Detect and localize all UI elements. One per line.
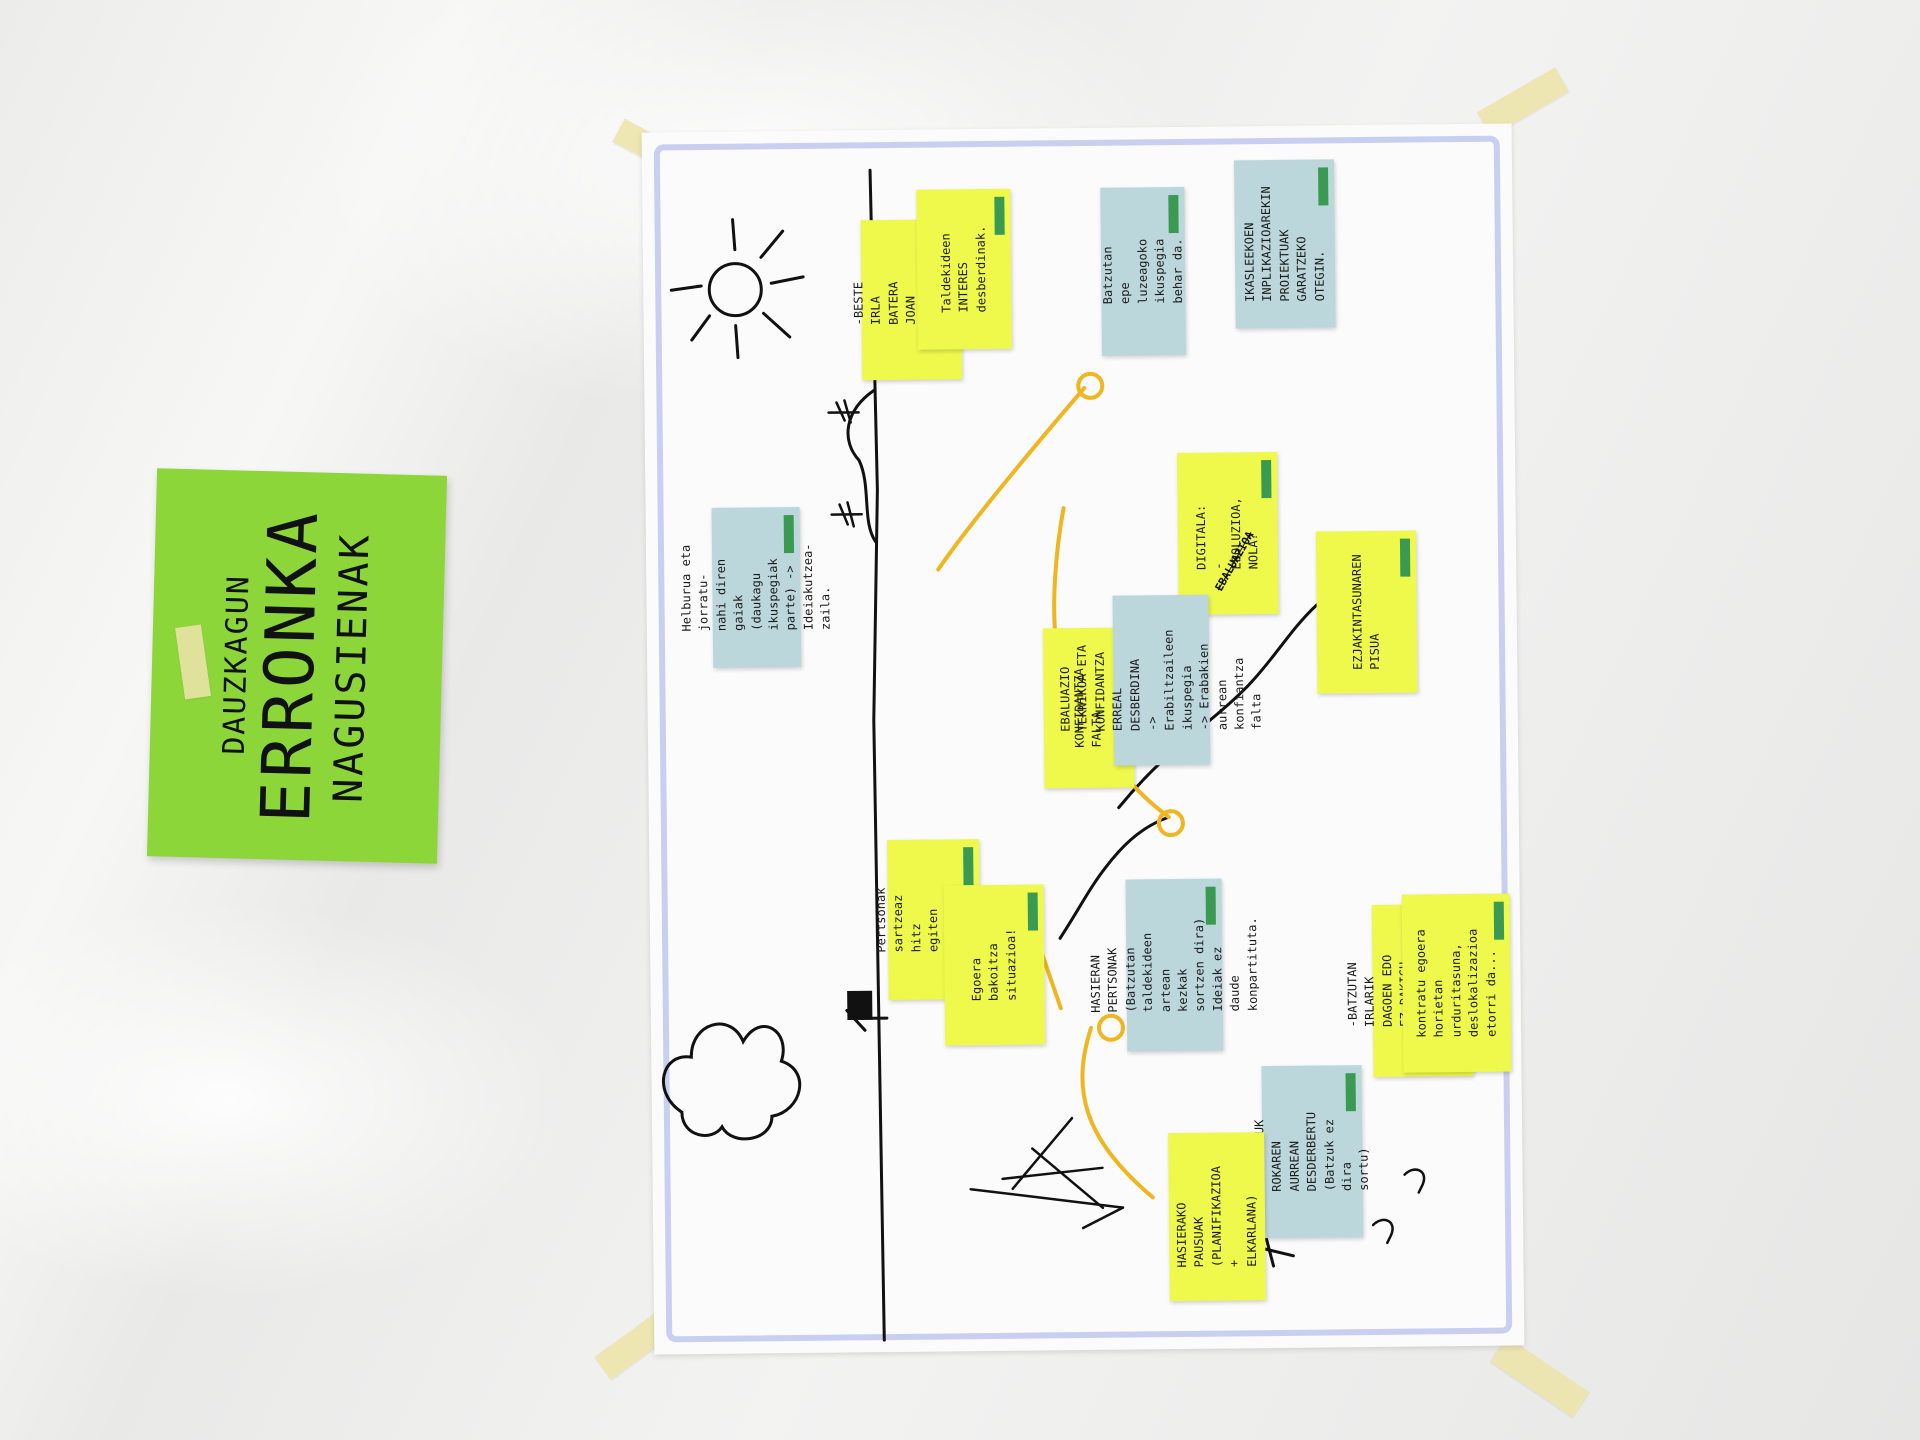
sun-rays-icon <box>669 218 805 360</box>
brand-mark <box>1261 460 1272 499</box>
brand-mark <box>1345 1073 1356 1112</box>
note-helburua: Helburua eta jorratu- nahi diren gaiak (… <box>679 506 833 668</box>
brand-mark <box>994 196 1005 235</box>
note-egoera: Egoera bakoitza situazioa! <box>943 884 1046 1046</box>
note-text: EBALUAZIO TEKNIKOA ETA KONFIDANTZA ERREA… <box>1057 629 1264 732</box>
flipchart-paper: -BESTE IRLA BATERA JOAN NAHI BATEN DUGU.… <box>641 123 1525 1355</box>
note-lan-batzuk: LAN BATZUK ROKAREN AURREAN DESDERBERTU (… <box>1252 1065 1371 1239</box>
note-text: HASIERAKO PAUSUAK (PLANIFIKAZIOA + ELKAR… <box>1174 1165 1259 1268</box>
tape-bottom-right <box>1490 1336 1590 1418</box>
brand-mark <box>1168 194 1179 234</box>
sign-line-3: NAGUSIENAK <box>325 531 379 804</box>
note-text: IKASLEEKOEN INPLIKAZIOAREKIN PROIEKTUAK … <box>1242 186 1327 303</box>
question-marks <box>1371 1168 1426 1245</box>
brand-mark <box>963 847 974 886</box>
note-taldekideen: Taldekideen INTERES desberdinak. <box>916 188 1012 350</box>
brand-mark <box>1399 538 1411 577</box>
ship-icon <box>969 1116 1125 1230</box>
sun-icon <box>707 262 763 318</box>
cloud-icon <box>662 1022 802 1141</box>
note-ikasleak: IKASLEEKOEN INPLIKAZIOAREKIN PROIEKTUAK … <box>1233 159 1336 329</box>
waves-icon <box>1058 815 1171 940</box>
sign-line-2: ERRONKA <box>246 507 335 825</box>
boat-icon <box>845 990 889 1032</box>
note-ezjakintasuna: EZJAKINTASUNAREN PISUA <box>1315 530 1418 694</box>
island-icon <box>846 388 878 544</box>
note-kontratu: kontratu egoera horietan urduritasuna, d… <box>1401 893 1512 1073</box>
note-text: HASIERAN PERTSONAK (Batzutan taldekideen… <box>1088 917 1260 1013</box>
note-text: kontratu egoera horietan urduritasuna, d… <box>1413 928 1499 1038</box>
brand-mark <box>1027 892 1039 931</box>
note-text: Helburua eta jorratu- nahi diren gaiak (… <box>678 543 833 632</box>
note-text: Batzutan epe luzeagoko ikuspegia behar d… <box>1100 238 1185 305</box>
palm-tree-icon <box>827 399 863 528</box>
note-hasieran-pertsonak: HASIERAN PERTSONAK (Batzutan taldekideen… <box>1088 878 1259 1052</box>
note-text: Taldekideen INTERES desberdinak. <box>938 225 989 313</box>
sign-text: DAUZKAGUN ERRONKA NAGUSIENAK <box>214 474 380 858</box>
note-batzutan-epe: Batzutan epe luzeagoko ikuspegia behar d… <box>1100 186 1186 356</box>
note-text: Egoera bakoitza situazioa! <box>969 928 1019 1002</box>
note-hasierako-pausuak: HASIERAKO PAUSUAK (PLANIFIKAZIOA + ELKAR… <box>1168 1132 1266 1302</box>
note-ebaluazio-teknikoa: EBALUAZIO TEKNIKOA ETA KONFIDANTZA ERREA… <box>1058 594 1264 766</box>
note-text: LAN BATZUK ROKAREN AURREAN DESDERBERTU (… <box>1252 1111 1372 1192</box>
note-text: EZJAKINTASUNAREN PISUA <box>1349 554 1383 670</box>
